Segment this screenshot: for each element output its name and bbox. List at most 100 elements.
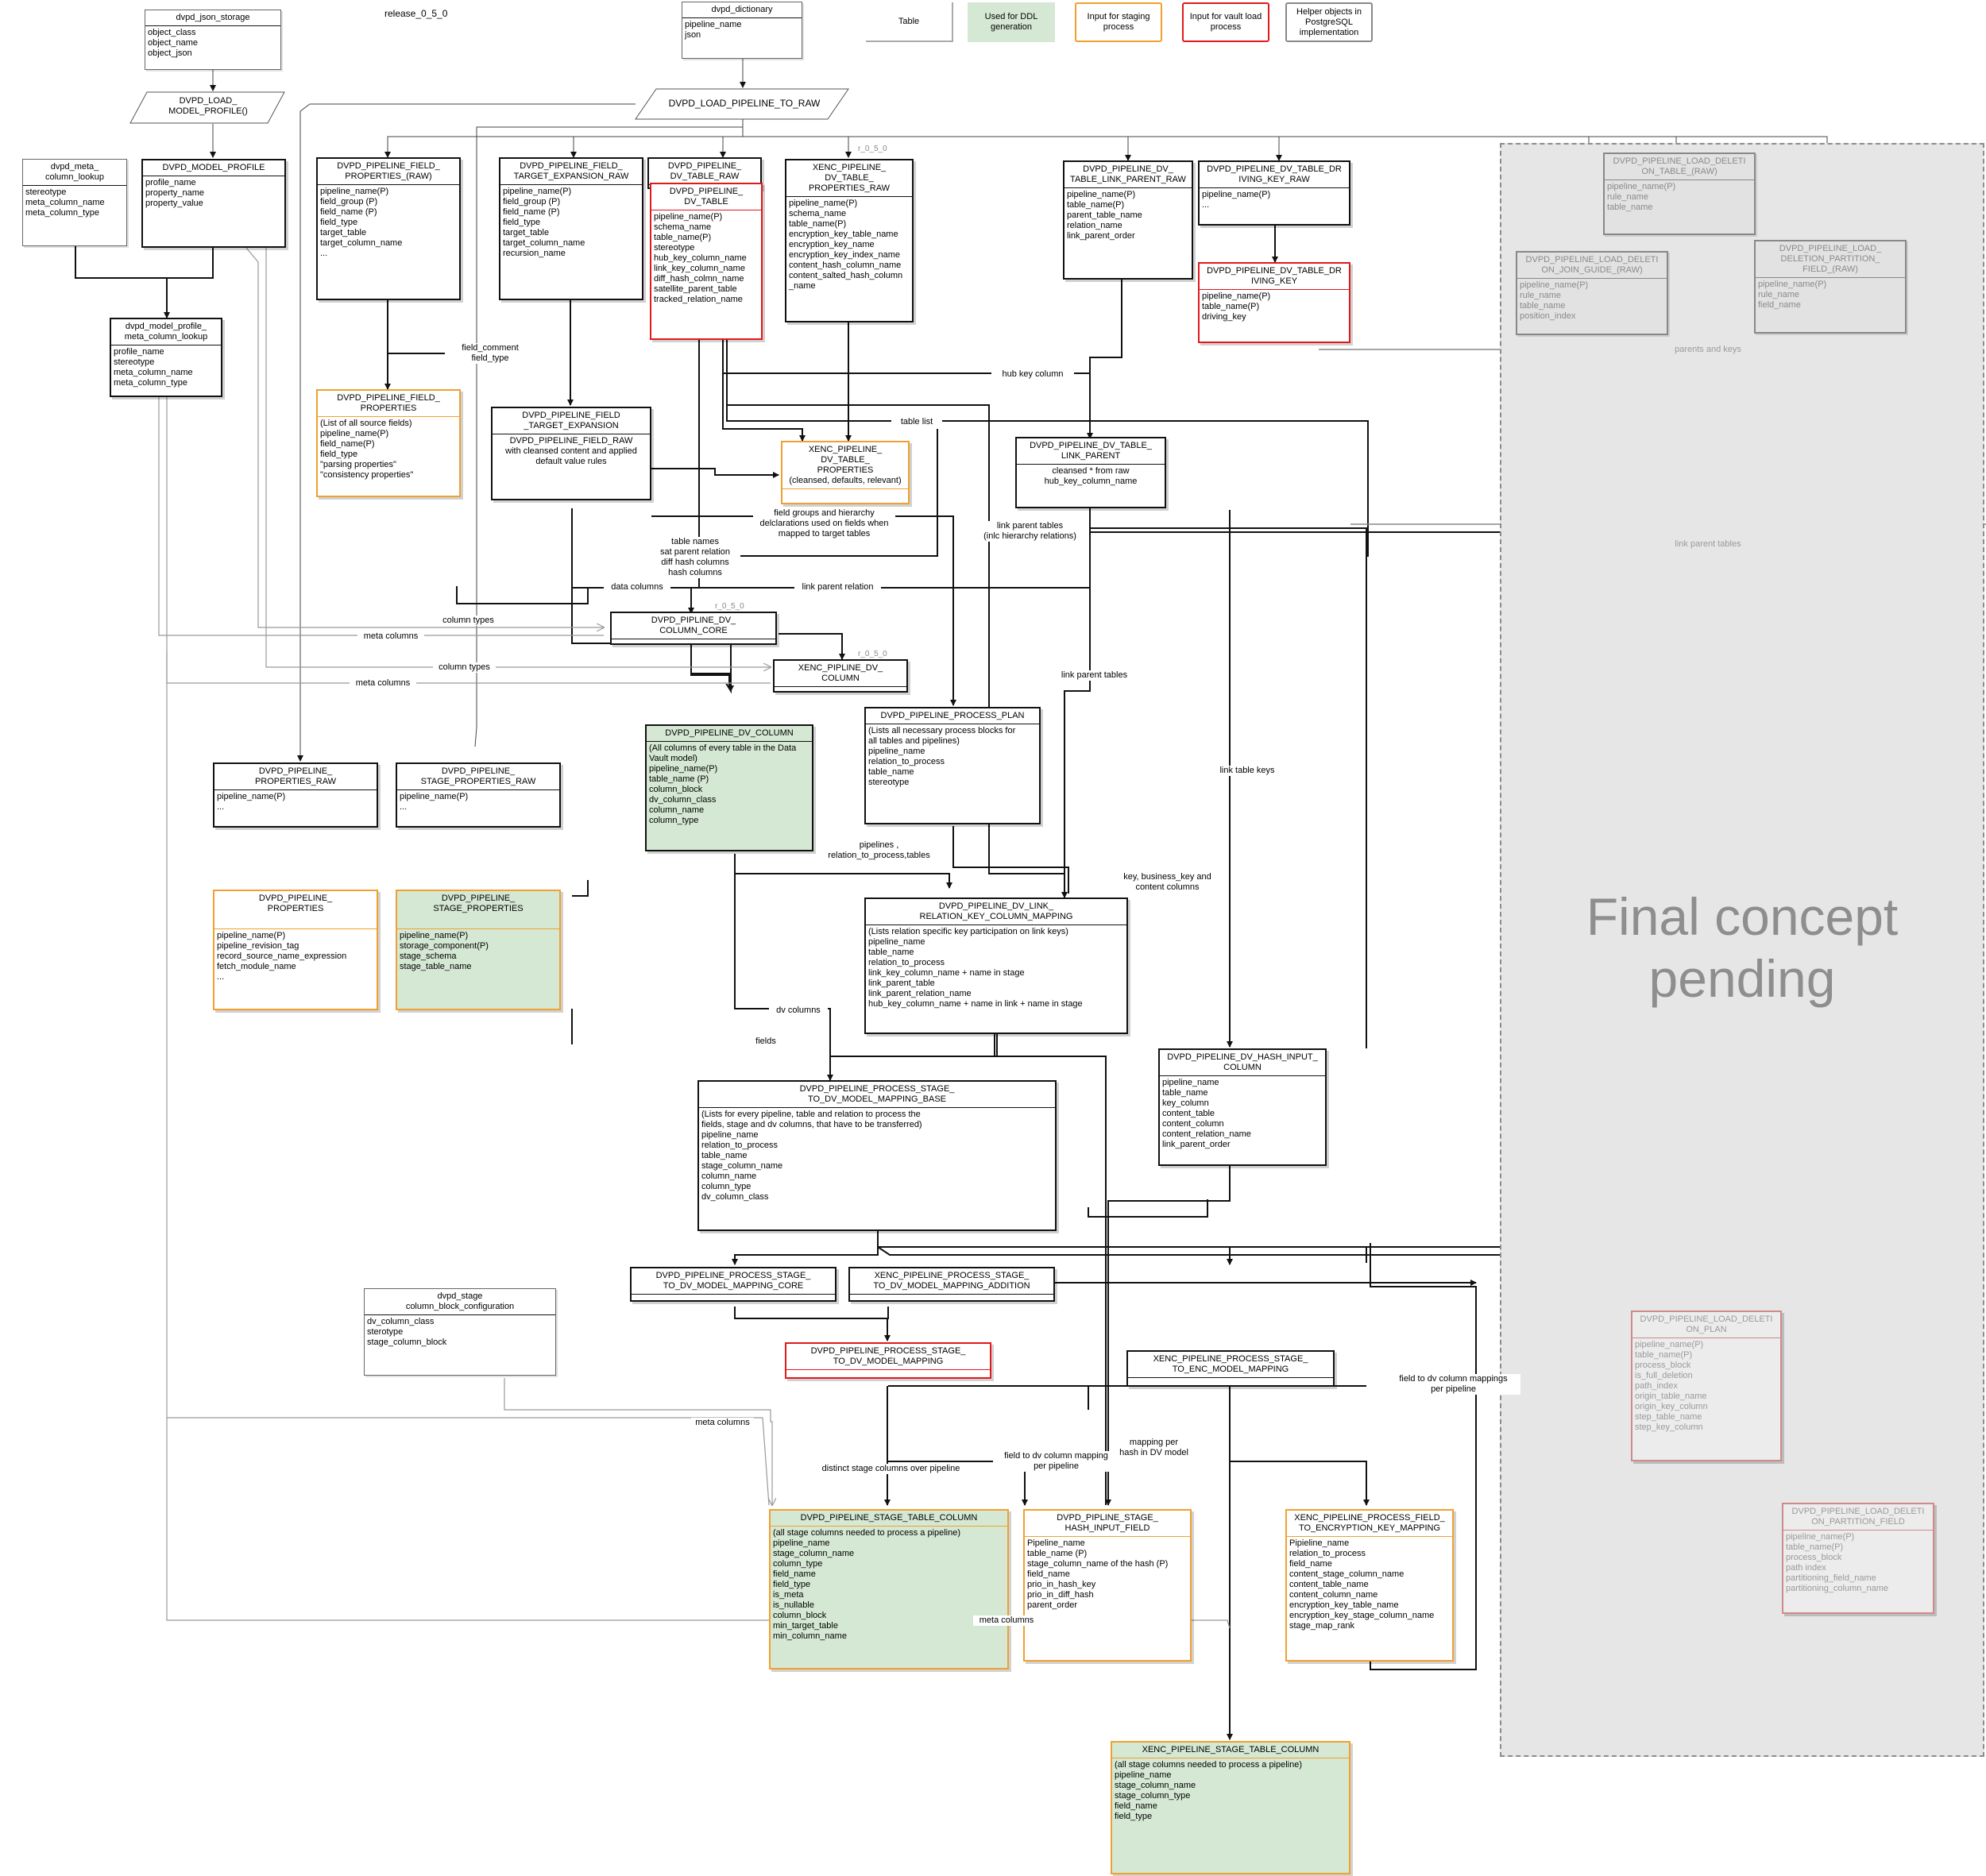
release-tag: release_0_5_0 [384, 8, 448, 19]
pipeline-properties-table: DVPD_PIPELINE_ PROPERTIES pipeline_name(… [213, 890, 378, 1010]
table-columns: (Lists all necessary process blocks for … [868, 726, 1016, 787]
legend-helper: Helper objects in PostgreSQL implementat… [1285, 2, 1373, 42]
table-title: DVPD_PIPELINE_DV_ TABLE_LINK_PARENT_RAW [1064, 162, 1192, 188]
xenc-stage-table-column-table: XENC_PIPELINE_STAGE_TABLE_COLUMN (all st… [1111, 1741, 1350, 1874]
load-deletion-partition-raw-table: DVPD_PIPELINE_LOAD_ DELETION_PARTITION_ … [1754, 240, 1907, 334]
table-columns: pipeline_name(P) table_name(P) parent_ta… [1067, 190, 1142, 241]
table-columns: pipeline_name(P) table_name(P) process_b… [1635, 1340, 1708, 1432]
table-title: DVPD_PIPELINE_ PROPERTIES_RAW [214, 764, 377, 790]
edge-label: key, business_key and content columns [1112, 872, 1223, 893]
table-title: DVPD_PIPELINE_DV_TABLE_ LINK_PARENT [1017, 438, 1165, 465]
stage-hash-input-field-table: DVPD_PIPLINE_STAGE_ HASH_INPUT_FIELD Pip… [1023, 1509, 1192, 1662]
table-columns: Pipeline_name table_name (P) stage_colum… [1027, 1538, 1169, 1610]
table-columns: dv_column_class sterotype stage_column_b… [367, 1317, 447, 1347]
legend-vault: Input for vault load process [1182, 2, 1269, 42]
final-concept-region [1500, 143, 1984, 1757]
table-title: XENC_PIPELINE_ DV_TABLE_ PROPERTIES (cle… [782, 442, 908, 489]
table-columns: cleansed * from raw hub_key_column_name [1044, 466, 1138, 486]
version-tag: r_0_5_0 [858, 650, 887, 658]
final-concept-label: Final concept pending [1586, 887, 1899, 1008]
table-columns: pipeline_name(P) table_name(P) driving_k… [1202, 291, 1271, 322]
stage-to-dv-mapping-addition-table: XENC_PIPELINE_PROCESS_STAGE_ TO_DV_MODEL… [848, 1267, 1055, 1302]
edge-label: table list [891, 417, 942, 427]
table-title: DVPD_PIPELINE_FIELD_ PROPERTIES_(RAW) [318, 159, 459, 185]
edge-label: distinct stage columns over pipeline [812, 1464, 970, 1474]
pipeline-properties-raw-table: DVPD_PIPELINE_ PROPERTIES_RAW pipeline_n… [213, 762, 378, 828]
table-title: DVPD_PIPELINE_LOAD_DELETI ON_TABLE_(RAW) [1605, 154, 1754, 180]
xenc-table-properties-table: XENC_PIPELINE_ DV_TABLE_ PROPERTIES (cle… [781, 441, 910, 504]
table-columns: DVPD_PIPELINE_FIELD_RAW with cleansed co… [505, 436, 637, 466]
table-columns: stereotype meta_column_name meta_column_… [25, 187, 105, 218]
edge-label: field to dv column mapping per pipeline [993, 1451, 1119, 1472]
table-title: DVPD_PIPELINE_DV_COLUMN [647, 726, 812, 742]
table-columns: pipeline_name table_name key_column cont… [1162, 1078, 1251, 1149]
thick-connectors [75, 226, 1907, 1740]
table-columns: pipeline_name(P) rule_name field_name [1758, 280, 1827, 310]
edge-label: link table keys [1214, 766, 1281, 776]
stage-properties-table: DVPD_PIPELINE_ STAGE_PROPERTIES pipeline… [396, 890, 561, 1010]
stage-properties-raw-table: DVPD_PIPELINE_ STAGE_PROPERTIES_RAW pipe… [396, 762, 561, 828]
legend-table: Table [866, 2, 953, 42]
dvpd-model-profile-table: DVPD_MODEL_PROFILE profile_name property… [141, 159, 286, 248]
thin-connectors [210, 57, 1830, 762]
edge-label: pipelines , relation_to_process,tables [820, 840, 938, 861]
edge-label: dv columns [769, 1006, 828, 1016]
stage-to-enc-model-mapping-table: XENC_PIPELINE_PROCESS_STAGE_ TO_ENC_MODE… [1126, 1350, 1335, 1387]
field-properties-raw-table: DVPD_PIPELINE_FIELD_ PROPERTIES_(RAW) pi… [316, 157, 461, 300]
table-title: DVPD_PIPELINE_ PROPERTIES [214, 891, 377, 929]
edge-label: column types [433, 662, 496, 673]
edge-label: link parent tables [1055, 670, 1134, 681]
edge-label: meta columns [350, 678, 416, 689]
column-core-table: DVPD_PIPLINE_DV_ COLUMN_CORE [610, 612, 777, 645]
dvpd-json-storage-table: dvpd_json_storage object_class object_na… [145, 10, 281, 70]
dvpd-meta-column-lookup-table: dvpd_meta_ column_lookup stereotype meta… [22, 159, 127, 246]
edge-label: column types [437, 616, 500, 626]
legend-staging: Input for staging process [1075, 2, 1162, 42]
table-columns: pipeline_name(P) rule_name table_name po… [1520, 280, 1589, 321]
table-title: DVPD_PIPELINE_LOAD_DELETI ON_PLAN [1632, 1312, 1780, 1338]
edge-label: mapping per hash in DV model [1111, 1438, 1197, 1458]
table-title: DVPD_PIPELINE_ DV_TABLE_RAW [649, 159, 760, 185]
table-columns: pipeline_name(P) rule_name table_name [1607, 182, 1676, 212]
process-plan-table: DVPD_PIPELINE_PROCESS_PLAN (Lists all ne… [864, 707, 1041, 824]
dv-column-table: DVPD_PIPELINE_DV_COLUMN (All columns of … [645, 724, 813, 851]
driving-key-table: DVPD_PIPELINE_DV_TABLE_DR IVING_KEY pipe… [1198, 262, 1350, 343]
edge-label: field to dv column mappings per pipeline [1386, 1374, 1520, 1395]
field-target-expansion-table: DVPD_PIPELINE_FIELD _TARGET_EXPANSION DV… [491, 407, 651, 500]
load-model-profile-shape [129, 91, 285, 124]
edge-label: parents and keys [1667, 345, 1749, 355]
table-columns: (all stage columns needed to process a p… [773, 1528, 961, 1641]
table-title: DVPD_PIPELINE_FIELD_ TARGET_EXPANSION_RA… [500, 159, 642, 185]
table-title: XENC_PIPLINE_DV_ COLUMN [775, 661, 906, 687]
stage-to-dv-mapping-base-table: DVPD_PIPELINE_PROCESS_STAGE_ TO_DV_MODEL… [697, 1080, 1057, 1231]
stage-column-block-configuration-table: dvpd_stage column_block_configuration dv… [364, 1288, 556, 1376]
table-columns: Pipieline_name relation_to_process field… [1289, 1538, 1435, 1631]
edge-label: link parent tables (inlc hierarchy relat… [971, 521, 1089, 542]
edge-label: field groups and hierarchy delclarations… [753, 508, 895, 539]
stage-to-dv-mapping-core-table: DVPD_PIPELINE_PROCESS_STAGE_ TO_DV_MODEL… [630, 1267, 837, 1302]
dv-table-table: DVPD_PIPELINE_ DV_TABLE pipeline_name(P)… [650, 183, 763, 340]
table-title: dvpd_dictionary [682, 2, 802, 18]
table-columns: object_class object_name object_json [148, 28, 198, 58]
table-title: DVPD_PIPELINE_LOAD_DELETI ON_PARTITION_F… [1783, 1504, 1933, 1531]
xenc-column-table: XENC_PIPLINE_DV_ COLUMN [773, 659, 908, 693]
version-tag: r_0_5_0 [858, 145, 887, 153]
table-columns: pipeline_name(P) storage_component(P) st… [400, 931, 489, 971]
edge-label: meta columns [691, 1418, 754, 1428]
table-columns: (Lists for every pipeline, table and rel… [701, 1110, 922, 1202]
table-columns: pipeline_name json [685, 20, 742, 40]
table-title: dvpd_model_profile_ meta_column_lookup [111, 319, 221, 345]
table-columns: pipeline_name(P) table_name(P) process_b… [1786, 1532, 1889, 1593]
stage-table-column-table: DVPD_PIPELINE_STAGE_TABLE_COLUMN (all st… [769, 1509, 1009, 1669]
table-title: DVPD_PIPELINE_ STAGE_PROPERTIES [397, 891, 559, 929]
driving-key-raw-table: DVPD_PIPELINE_DV_TABLE_DR IVING_KEY_RAW … [1198, 160, 1350, 226]
table-title: DVPD_PIPELINE_STAGE_TABLE_COLUMN [771, 1511, 1007, 1527]
table-title: DVPD_PIPELINE_PROCESS_PLAN [866, 708, 1039, 724]
dvpd-model-profile-meta-lookup-table: dvpd_model_profile_ meta_column_lookup p… [110, 318, 222, 397]
table-title: XENC_PIPELINE_PROCESS_STAGE_ TO_ENC_MODE… [1128, 1352, 1333, 1378]
field-target-expansion-raw-table: DVPD_PIPELINE_FIELD_ TARGET_EXPANSION_RA… [499, 157, 643, 300]
edge-label: meta columns [973, 1615, 1040, 1626]
table-title: DVPD_PIPLINE_STAGE_ HASH_INPUT_FIELD [1025, 1511, 1190, 1537]
table-columns: (List of all source fields) pipeline_nam… [320, 419, 414, 480]
table-columns: (All columns of every table in the Data … [649, 743, 797, 825]
